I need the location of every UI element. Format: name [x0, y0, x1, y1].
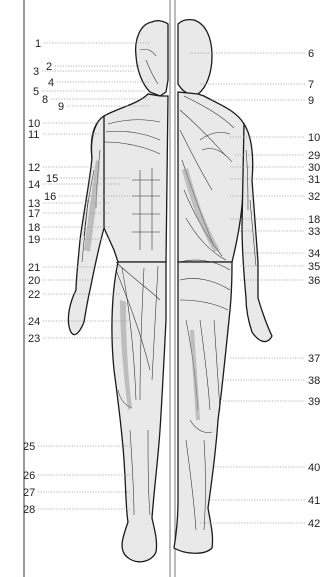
callout-number-right-6: 6 [308, 48, 314, 60]
callout-number-right-36: 36 [308, 275, 320, 287]
callout-number-left-25: 25 [23, 441, 35, 453]
front-legs [112, 262, 166, 562]
callout-number-right-30: 30 [308, 162, 320, 174]
callout-number-left-19: 19 [28, 234, 40, 246]
callout-number-left-9: 9 [58, 101, 64, 113]
callout-number-left-8: 8 [42, 94, 48, 106]
callout-number-left-16: 16 [44, 191, 56, 203]
callout-number-right-10: 10 [308, 132, 320, 144]
callout-number-right-18: 18 [308, 214, 320, 226]
callout-number-left-1: 1 [35, 38, 41, 50]
callout-number-left-15: 15 [46, 173, 58, 185]
callout-number-right-41: 41 [308, 495, 320, 507]
callout-number-left-4: 4 [48, 77, 54, 89]
callout-number-left-3: 3 [33, 66, 39, 78]
callout-number-right-40: 40 [308, 462, 320, 474]
callout-number-right-37: 37 [308, 353, 320, 365]
callout-number-left-5: 5 [33, 86, 39, 98]
callout-number-left-22: 22 [28, 289, 40, 301]
callout-number-left-27: 27 [23, 487, 35, 499]
callout-number-right-34: 34 [308, 248, 320, 260]
callout-number-right-9: 9 [308, 95, 314, 107]
callout-number-left-23: 23 [28, 333, 40, 345]
callout-number-right-39: 39 [308, 396, 320, 408]
callout-number-left-12: 12 [28, 162, 40, 174]
front-left-arm [68, 116, 104, 335]
callout-number-right-42: 42 [308, 518, 320, 530]
back-legs [174, 262, 232, 553]
callout-number-left-21: 21 [28, 262, 40, 274]
callout-number-left-17: 17 [28, 208, 40, 220]
callout-number-right-33: 33 [308, 226, 320, 238]
callout-number-left-20: 20 [28, 275, 40, 287]
callout-number-left-18: 18 [28, 222, 40, 234]
front-figure [68, 21, 168, 562]
callout-number-right-7: 7 [308, 79, 314, 91]
callout-number-left-28: 28 [23, 504, 35, 516]
callout-number-left-14: 14 [28, 179, 40, 191]
callout-number-left-11: 11 [28, 129, 39, 141]
callout-number-right-35: 35 [308, 261, 320, 273]
callout-number-right-29: 29 [308, 150, 320, 162]
back-head [178, 20, 212, 95]
callout-number-right-38: 38 [308, 375, 320, 387]
front-head [136, 21, 168, 96]
callout-number-left-2: 2 [46, 61, 52, 73]
callout-number-right-31: 31 [308, 174, 320, 186]
callout-number-right-32: 32 [308, 191, 320, 203]
callout-number-left-24: 24 [28, 316, 40, 328]
callout-number-left-26: 26 [23, 470, 35, 482]
